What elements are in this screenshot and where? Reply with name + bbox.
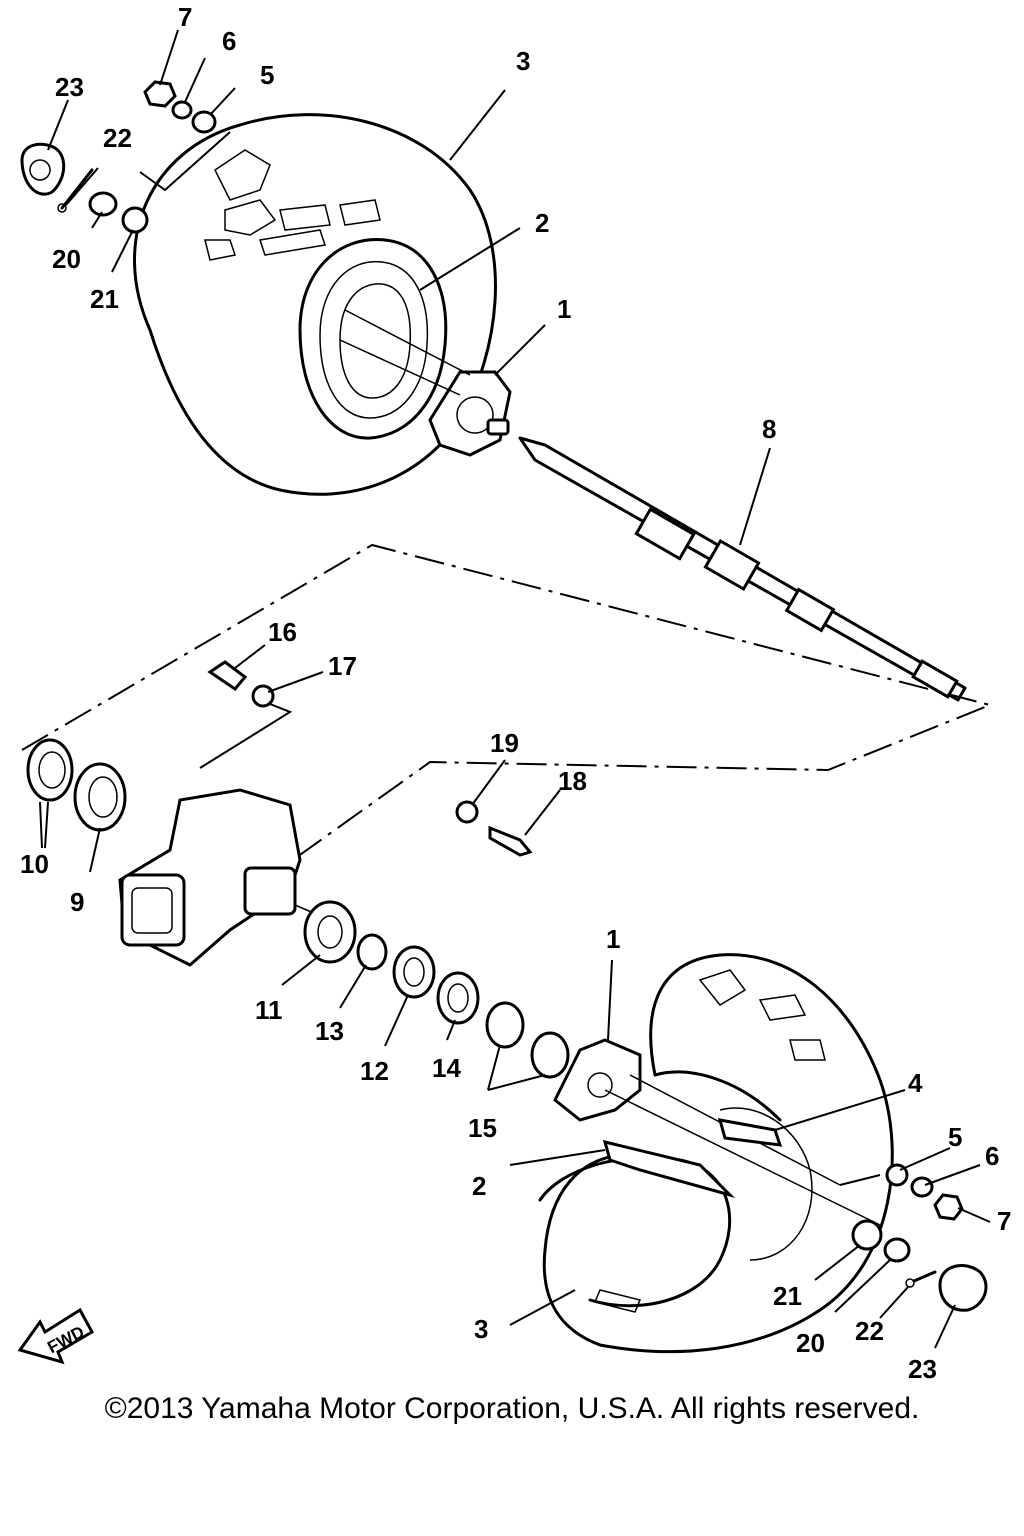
label-12: 12	[360, 1056, 389, 1086]
washer-19	[455, 800, 479, 824]
lower-hub	[553, 1038, 881, 1226]
upper-washer-21	[121, 206, 149, 234]
label-22-lower: 22	[855, 1316, 884, 1346]
copyright-notice: ©2013 Yamaha Motor Corporation, U.S.A. A…	[104, 1392, 920, 1425]
label-7-upper: 7	[178, 2, 192, 32]
label-6-upper: 6	[222, 26, 236, 56]
forward-direction-arrow: FWD	[17, 1307, 95, 1365]
upper-nut-7	[143, 80, 177, 108]
label-19: 19	[490, 728, 519, 758]
seal-15b	[530, 1031, 570, 1079]
bearing-12	[392, 945, 436, 999]
lower-nut-7	[933, 1193, 964, 1221]
label-4: 4	[908, 1068, 923, 1098]
label-1-lower: 1	[606, 924, 620, 954]
part-labels: 7 6 5 23 22 3 2 20 21 1 8 16 17 19 18 10…	[20, 2, 1011, 1384]
lower-axle-nut-23	[938, 1264, 988, 1312]
upper-washer-6	[171, 100, 193, 120]
upper-cotter-pin-22	[57, 168, 94, 213]
label-5-lower: 5	[948, 1122, 962, 1152]
bearing-11	[303, 900, 357, 964]
lower-castle-nut-20	[883, 1237, 911, 1263]
label-7-lower: 7	[997, 1206, 1011, 1236]
lower-brake-shoe-2	[602, 1139, 736, 1198]
upper-wheel-hub	[339, 309, 512, 457]
label-20-lower: 20	[796, 1328, 825, 1358]
label-23-lower: 23	[908, 1354, 937, 1384]
label-8: 8	[762, 414, 776, 444]
lower-tire	[538, 953, 894, 1354]
label-23-upper: 23	[55, 72, 84, 102]
label-14: 14	[432, 1053, 461, 1083]
rear-axle	[518, 436, 967, 702]
upper-axle-nut-23	[20, 142, 66, 196]
label-11: 11	[255, 995, 283, 1025]
label-16: 16	[268, 617, 297, 647]
label-22-upper: 22	[103, 123, 132, 153]
lower-washer-21	[851, 1219, 883, 1251]
upper-washer-5	[191, 110, 217, 134]
label-3-upper: 3	[516, 46, 530, 76]
label-15: 15	[468, 1113, 497, 1143]
spacer-13	[356, 933, 388, 971]
oil-seal-10	[26, 738, 74, 802]
label-10: 10	[20, 849, 49, 879]
label-18: 18	[558, 766, 587, 796]
label-2-lower: 2	[472, 1171, 486, 1201]
leader-lines	[39, 29, 991, 1349]
bolt-18	[488, 825, 533, 857]
upper-castle-nut-20	[88, 191, 118, 217]
seal-15a	[485, 1001, 525, 1049]
label-21-upper: 21	[90, 284, 119, 314]
differential-housing	[118, 788, 331, 967]
lower-cotter-pin-22	[905, 1270, 937, 1288]
bolt-16	[207, 660, 248, 692]
upper-tire	[133, 113, 497, 496]
label-2-upper: 2	[535, 208, 549, 238]
label-20-upper: 20	[52, 244, 81, 274]
label-3-lower: 3	[474, 1314, 488, 1344]
bearing-9	[73, 762, 127, 832]
seal-14	[436, 971, 480, 1025]
label-21-lower: 21	[773, 1281, 802, 1311]
lower-brake-shoe-4	[717, 1118, 783, 1147]
washer-17	[251, 684, 275, 708]
lower-washer-6	[910, 1176, 934, 1198]
label-9: 9	[70, 887, 84, 917]
label-5-upper: 5	[260, 60, 274, 90]
label-17: 17	[328, 651, 357, 681]
label-13: 13	[315, 1016, 344, 1046]
label-6-lower: 6	[985, 1141, 999, 1171]
label-1-upper: 1	[557, 294, 571, 324]
